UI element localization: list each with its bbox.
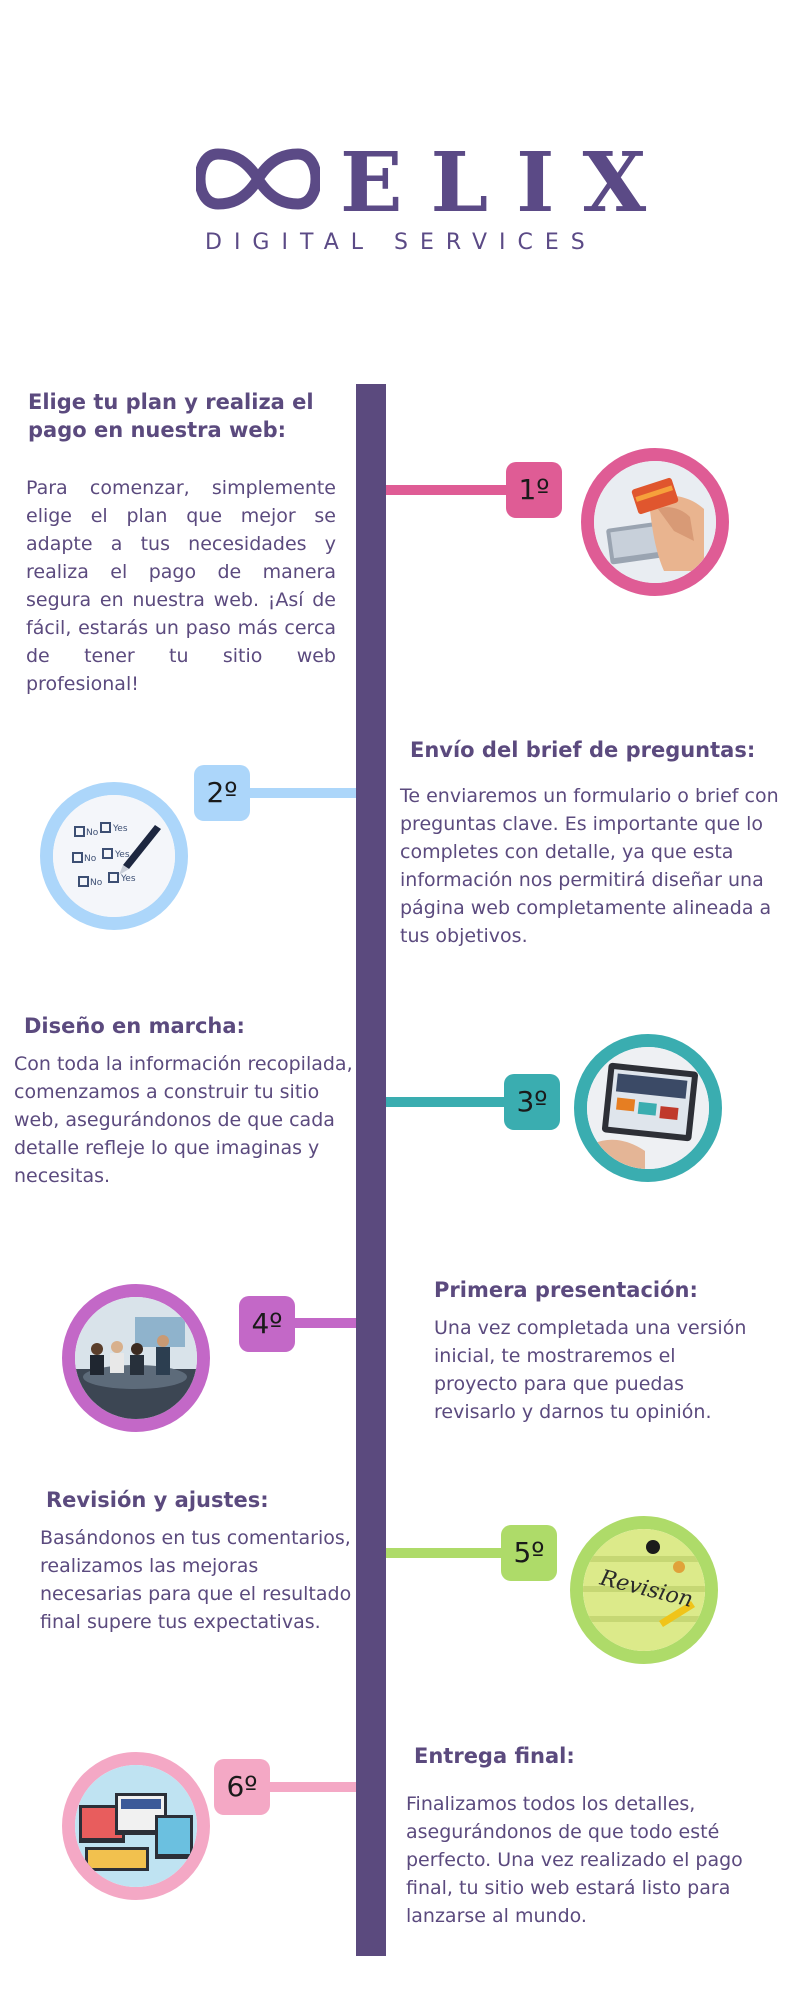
infinity-icon xyxy=(196,148,320,210)
svg-text:Yes: Yes xyxy=(112,824,128,834)
logo: ELIX DIGITAL SERVICES xyxy=(0,142,800,272)
step-4-connector xyxy=(294,1318,356,1328)
step-3-badge: 3º xyxy=(504,1074,560,1130)
step-6-photo xyxy=(62,1752,210,1900)
step-6-body: Finalizamos todos los detalles, asegurán… xyxy=(406,1793,743,1927)
svg-text:Yes: Yes xyxy=(120,874,136,884)
step-5-badge: 5º xyxy=(501,1525,557,1581)
svg-text:No: No xyxy=(90,878,103,888)
brand-tagline: DIGITAL SERVICES xyxy=(205,230,597,255)
online-payment-icon xyxy=(594,461,716,583)
svg-text:No: No xyxy=(86,828,99,838)
devices-website-icon xyxy=(75,1765,197,1887)
step-6-connector xyxy=(270,1782,356,1792)
step-5-photo: Revision xyxy=(570,1516,718,1664)
step-2-body: Te enviaremos un formulario o brief con … xyxy=(400,785,779,947)
step-1-badge: 1º xyxy=(506,462,562,518)
brand-name: ELIX xyxy=(340,135,675,231)
step-4-body: Una vez completada una versión inicial, … xyxy=(434,1317,747,1423)
step-1-connector xyxy=(386,485,506,495)
step-4-badge: 4º xyxy=(239,1296,295,1352)
step-5-body: Basándonos en tus comentarios, realizamo… xyxy=(40,1527,352,1633)
step-6-title: Entrega final: xyxy=(414,1744,575,1768)
step-4-title: Primera presentación: xyxy=(434,1278,698,1302)
step-1-title: Elige tu plan y realiza el pago en nuest… xyxy=(28,390,314,442)
step-6-badge: 6º xyxy=(214,1759,270,1815)
web-design-icon xyxy=(587,1047,709,1169)
step-5-title: Revisión y ajustes: xyxy=(46,1488,269,1512)
step-2-connector xyxy=(246,788,356,798)
step-3-photo xyxy=(574,1034,722,1182)
step-3-body: Con toda la información recopilada, come… xyxy=(14,1053,353,1187)
meeting-presentation-icon xyxy=(75,1297,197,1419)
step-1-body: Para comenzar, simplemente elige el plan… xyxy=(26,477,336,695)
svg-text:No: No xyxy=(84,854,97,864)
revision-note-icon: Revision xyxy=(583,1529,705,1651)
step-4-photo xyxy=(62,1284,210,1432)
timeline-line xyxy=(356,384,386,1956)
step-1-photo xyxy=(581,448,729,596)
step-2-badge: 2º xyxy=(194,765,250,821)
step-3-connector xyxy=(386,1097,506,1107)
svg-text:Yes: Yes xyxy=(114,850,130,860)
step-3-title: Diseño en marcha: xyxy=(24,1014,245,1038)
step-5-connector xyxy=(386,1548,506,1558)
step-2-title: Envío del brief de preguntas: xyxy=(410,738,756,762)
